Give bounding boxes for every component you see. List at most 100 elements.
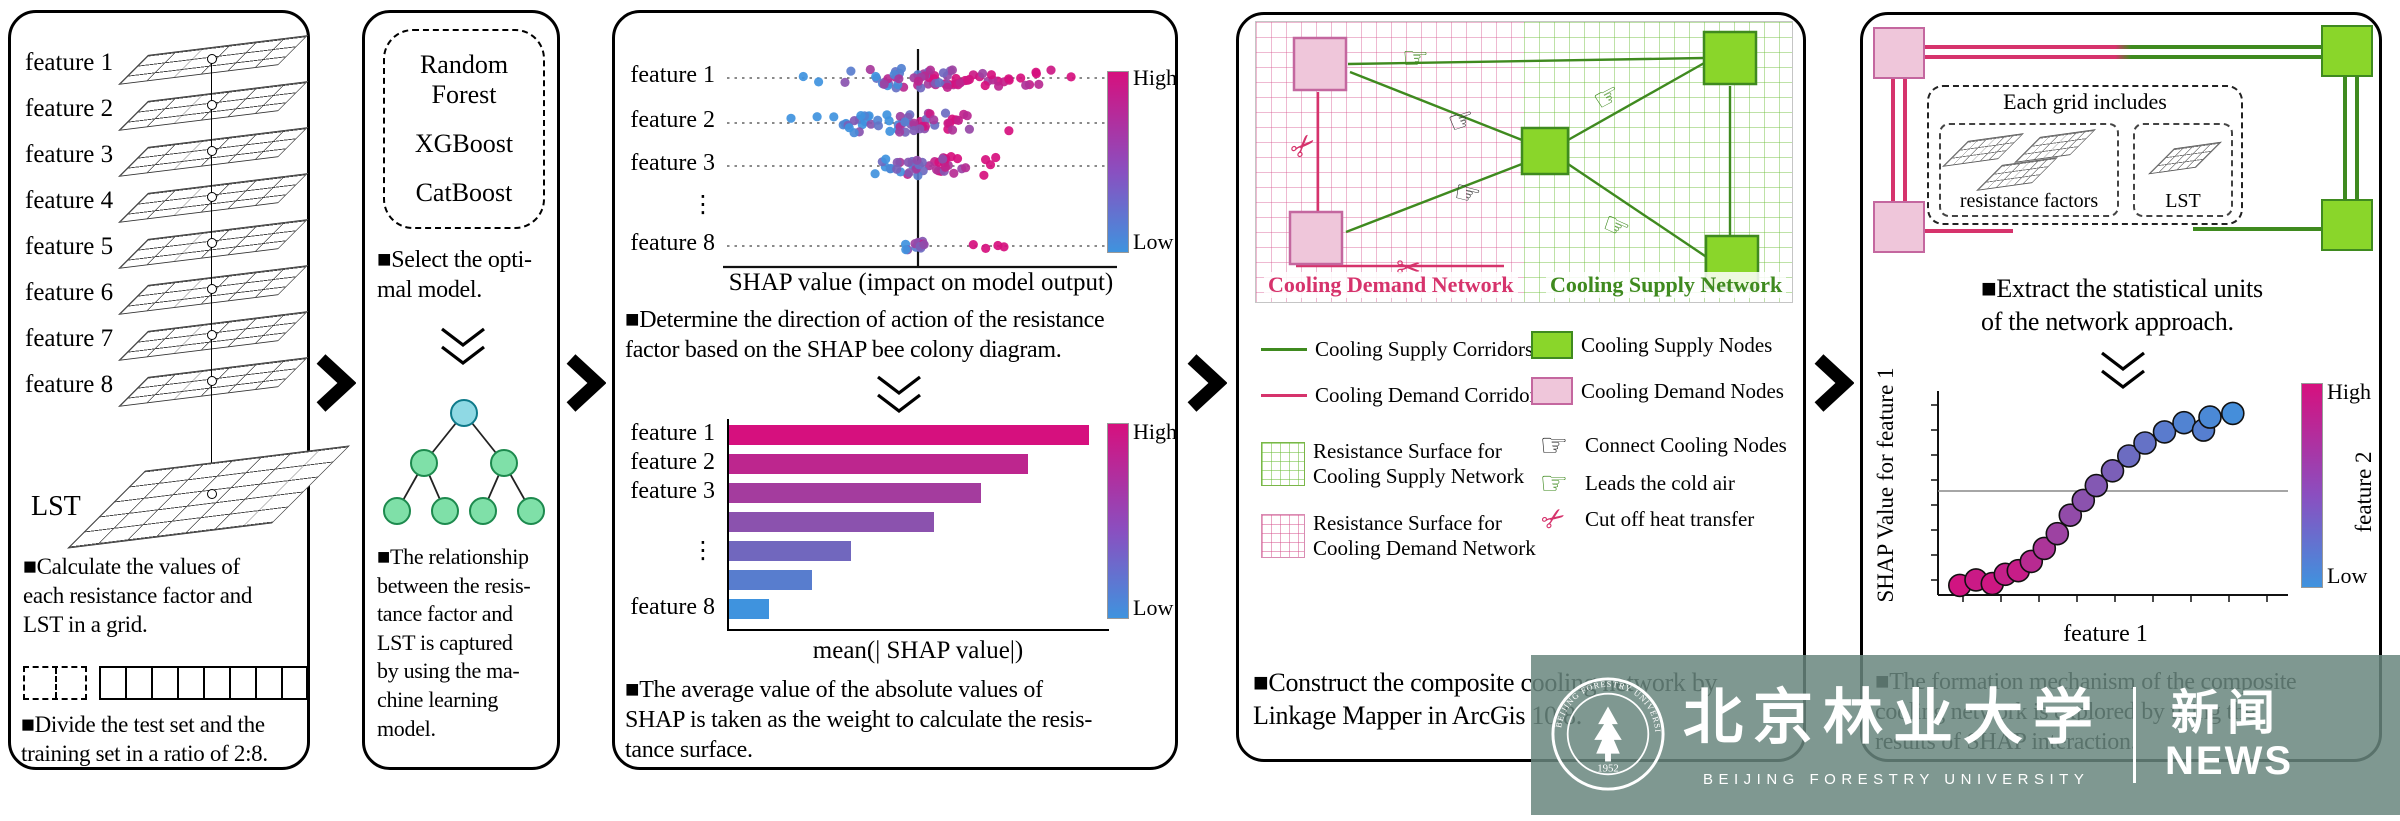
bar-chart-plot [727, 419, 1109, 631]
layer-node-dot [207, 100, 217, 110]
colorbar-low-label: Low [1133, 595, 1174, 620]
supply-node-swatch [1531, 331, 1573, 359]
legend-item-demand-nodes: Cooling Demand Nodes [1531, 377, 1784, 405]
lst-node-dot [207, 489, 217, 499]
feature-label: feature 1 [25, 49, 114, 76]
flow-arrow-icon [566, 354, 606, 412]
supply-corridor-swatch [1261, 347, 1307, 351]
test-set-box [23, 666, 87, 700]
bar-chart-x-axis-label: mean(| SHAP value|) [812, 637, 1024, 664]
beeswarm-row-label: feature 2 [630, 107, 715, 133]
demand-corridor-lines [1296, 92, 1504, 268]
hand-icon: ☞ [1539, 426, 1569, 464]
layer-node-dot [207, 376, 217, 386]
feature-layer-row: feature 5 [25, 219, 308, 269]
caption-calculate-values: ■Calculate the values of each resistance… [23, 554, 253, 637]
feature-layer-row: feature 1 [25, 35, 308, 85]
double-chevron-down-icon [877, 375, 921, 414]
caption-ml-relationship: ■The relationship between the resis- tan… [377, 544, 531, 741]
corridor-stub [1925, 229, 2013, 233]
feature-label: feature 2 [25, 95, 114, 122]
bar [729, 599, 769, 619]
corridor-top-line [1923, 45, 2323, 49]
bar [729, 425, 1089, 445]
resistance-layer-icon [1942, 133, 2024, 167]
bar [729, 541, 852, 561]
feature-layer-row: feature 6 [25, 265, 308, 315]
university-name-cn: 北京林业大学 [1683, 685, 2103, 751]
bar-category-label: ⋮ [691, 538, 715, 564]
legend-item-connect-nodes: ☞ Connect Cooling Nodes [1531, 429, 1787, 461]
demand-node [1288, 210, 1344, 266]
lst-layer-icon [2148, 141, 2222, 175]
network-overlay: ☞ ☞ ☞ ☞ ☞ ✂ ✂ [1283, 30, 1760, 290]
cold-air-hand-icon: ☞ [1402, 41, 1429, 76]
feature-layer-row: feature 4 [25, 173, 308, 223]
hand-icon: ☞ [1450, 174, 1485, 214]
corridor-top-line [1923, 55, 2323, 59]
legend-item-resistance-demand: Resistance Surface for Cooling Demand Ne… [1261, 511, 1536, 561]
beeswarm-colorbar [1107, 71, 1129, 253]
flow-arrow-icon [1187, 354, 1227, 412]
layer-node-dot [207, 192, 217, 202]
scatter-x-axis-label: feature 1 [2063, 621, 2148, 647]
panel-model-selection: Random Forest XGBoost CatBoost ■Select t… [362, 10, 560, 770]
demand-node-swatch [1531, 377, 1573, 405]
lst-box-label: LST [2165, 190, 2201, 212]
grid-contents-box: Each grid includes resistance factors LS… [1927, 85, 2243, 225]
flow-arrow-icon [1814, 354, 1854, 412]
feature-label: feature 3 [25, 141, 114, 168]
decision-tree-icon [383, 399, 545, 525]
bar-category-label: feature 8 [630, 594, 715, 620]
bar [729, 454, 1028, 474]
lst-box: LST [2133, 123, 2233, 217]
beeswarm-x-axis-label: SHAP value (impact on model output) [728, 269, 1114, 296]
corridor-stub [2193, 227, 2321, 231]
beeswarm-plot [723, 49, 1117, 269]
corridor-right-line [2355, 77, 2359, 199]
train-test-split-graphic [23, 665, 308, 701]
interaction-plot [1931, 391, 2288, 602]
lst-label: LST [31, 491, 81, 522]
resistance-layer-icon [1976, 157, 2058, 191]
seal-tree-icon [1594, 706, 1622, 762]
model-random-forest: Random Forest [419, 50, 509, 110]
feature-label: feature 8 [25, 371, 114, 398]
bar [729, 570, 812, 590]
bar [729, 512, 935, 532]
feature-label: feature 7 [25, 325, 114, 352]
news-watermark: BEIJING FORESTRY UNIVERSITY 1952 北京林业大学 … [1531, 655, 2400, 815]
legend-item-supply-nodes: Cooling Supply Nodes [1531, 331, 1772, 359]
corridor-left-line [1903, 79, 1907, 201]
legend-item-demand-corridors: Cooling Demand Corridors [1261, 383, 1545, 408]
resistance-factors-label: resistance factors [1959, 190, 2099, 212]
layer-node-dot [207, 146, 217, 156]
hand-icon: ☞ [1444, 100, 1480, 142]
beeswarm-row-label: feature 8 [630, 230, 715, 256]
cold-air-hand-icon: ☞ [1587, 76, 1627, 120]
double-chevron-down-icon [441, 327, 485, 366]
supply-resistance-swatch [1261, 441, 1305, 486]
colorbar-high-label: High [1133, 419, 1177, 444]
panel-shap-analysis: feature 1 feature 2 feature 3 ⋮ feature 8 Hi… [612, 10, 1178, 770]
layer-node-dot [207, 284, 217, 294]
feature-layer-row: feature 8 [25, 357, 308, 407]
colorbar-high-label: High [2327, 379, 2371, 404]
beeswarm-row-label: feature 3 [630, 150, 715, 176]
layer-node-dot [207, 330, 217, 340]
bar-category-label: feature 3 [630, 478, 715, 504]
bar-category-label: feature 2 [630, 449, 715, 475]
demand-network-label: Cooling Demand Network [1264, 272, 1518, 298]
bar [729, 483, 981, 503]
grid-box-title: Each grid includes [2003, 89, 2167, 114]
caption-select-model: ■Select the opti- mal model. [377, 247, 532, 303]
beeswarm-row-label: feature 1 [630, 62, 715, 88]
colorbar-low-label: Low [1133, 229, 1174, 254]
legend-item-cut-heat: ✂ Cut off heat transfer [1531, 498, 1755, 538]
scatter-y-axis-label: SHAP Value for feature 1 [1873, 367, 1898, 603]
scatter-colorbar [2301, 383, 2323, 588]
flow-arrow-icon [316, 354, 356, 412]
supply-corridor-lines [1345, 56, 1732, 259]
